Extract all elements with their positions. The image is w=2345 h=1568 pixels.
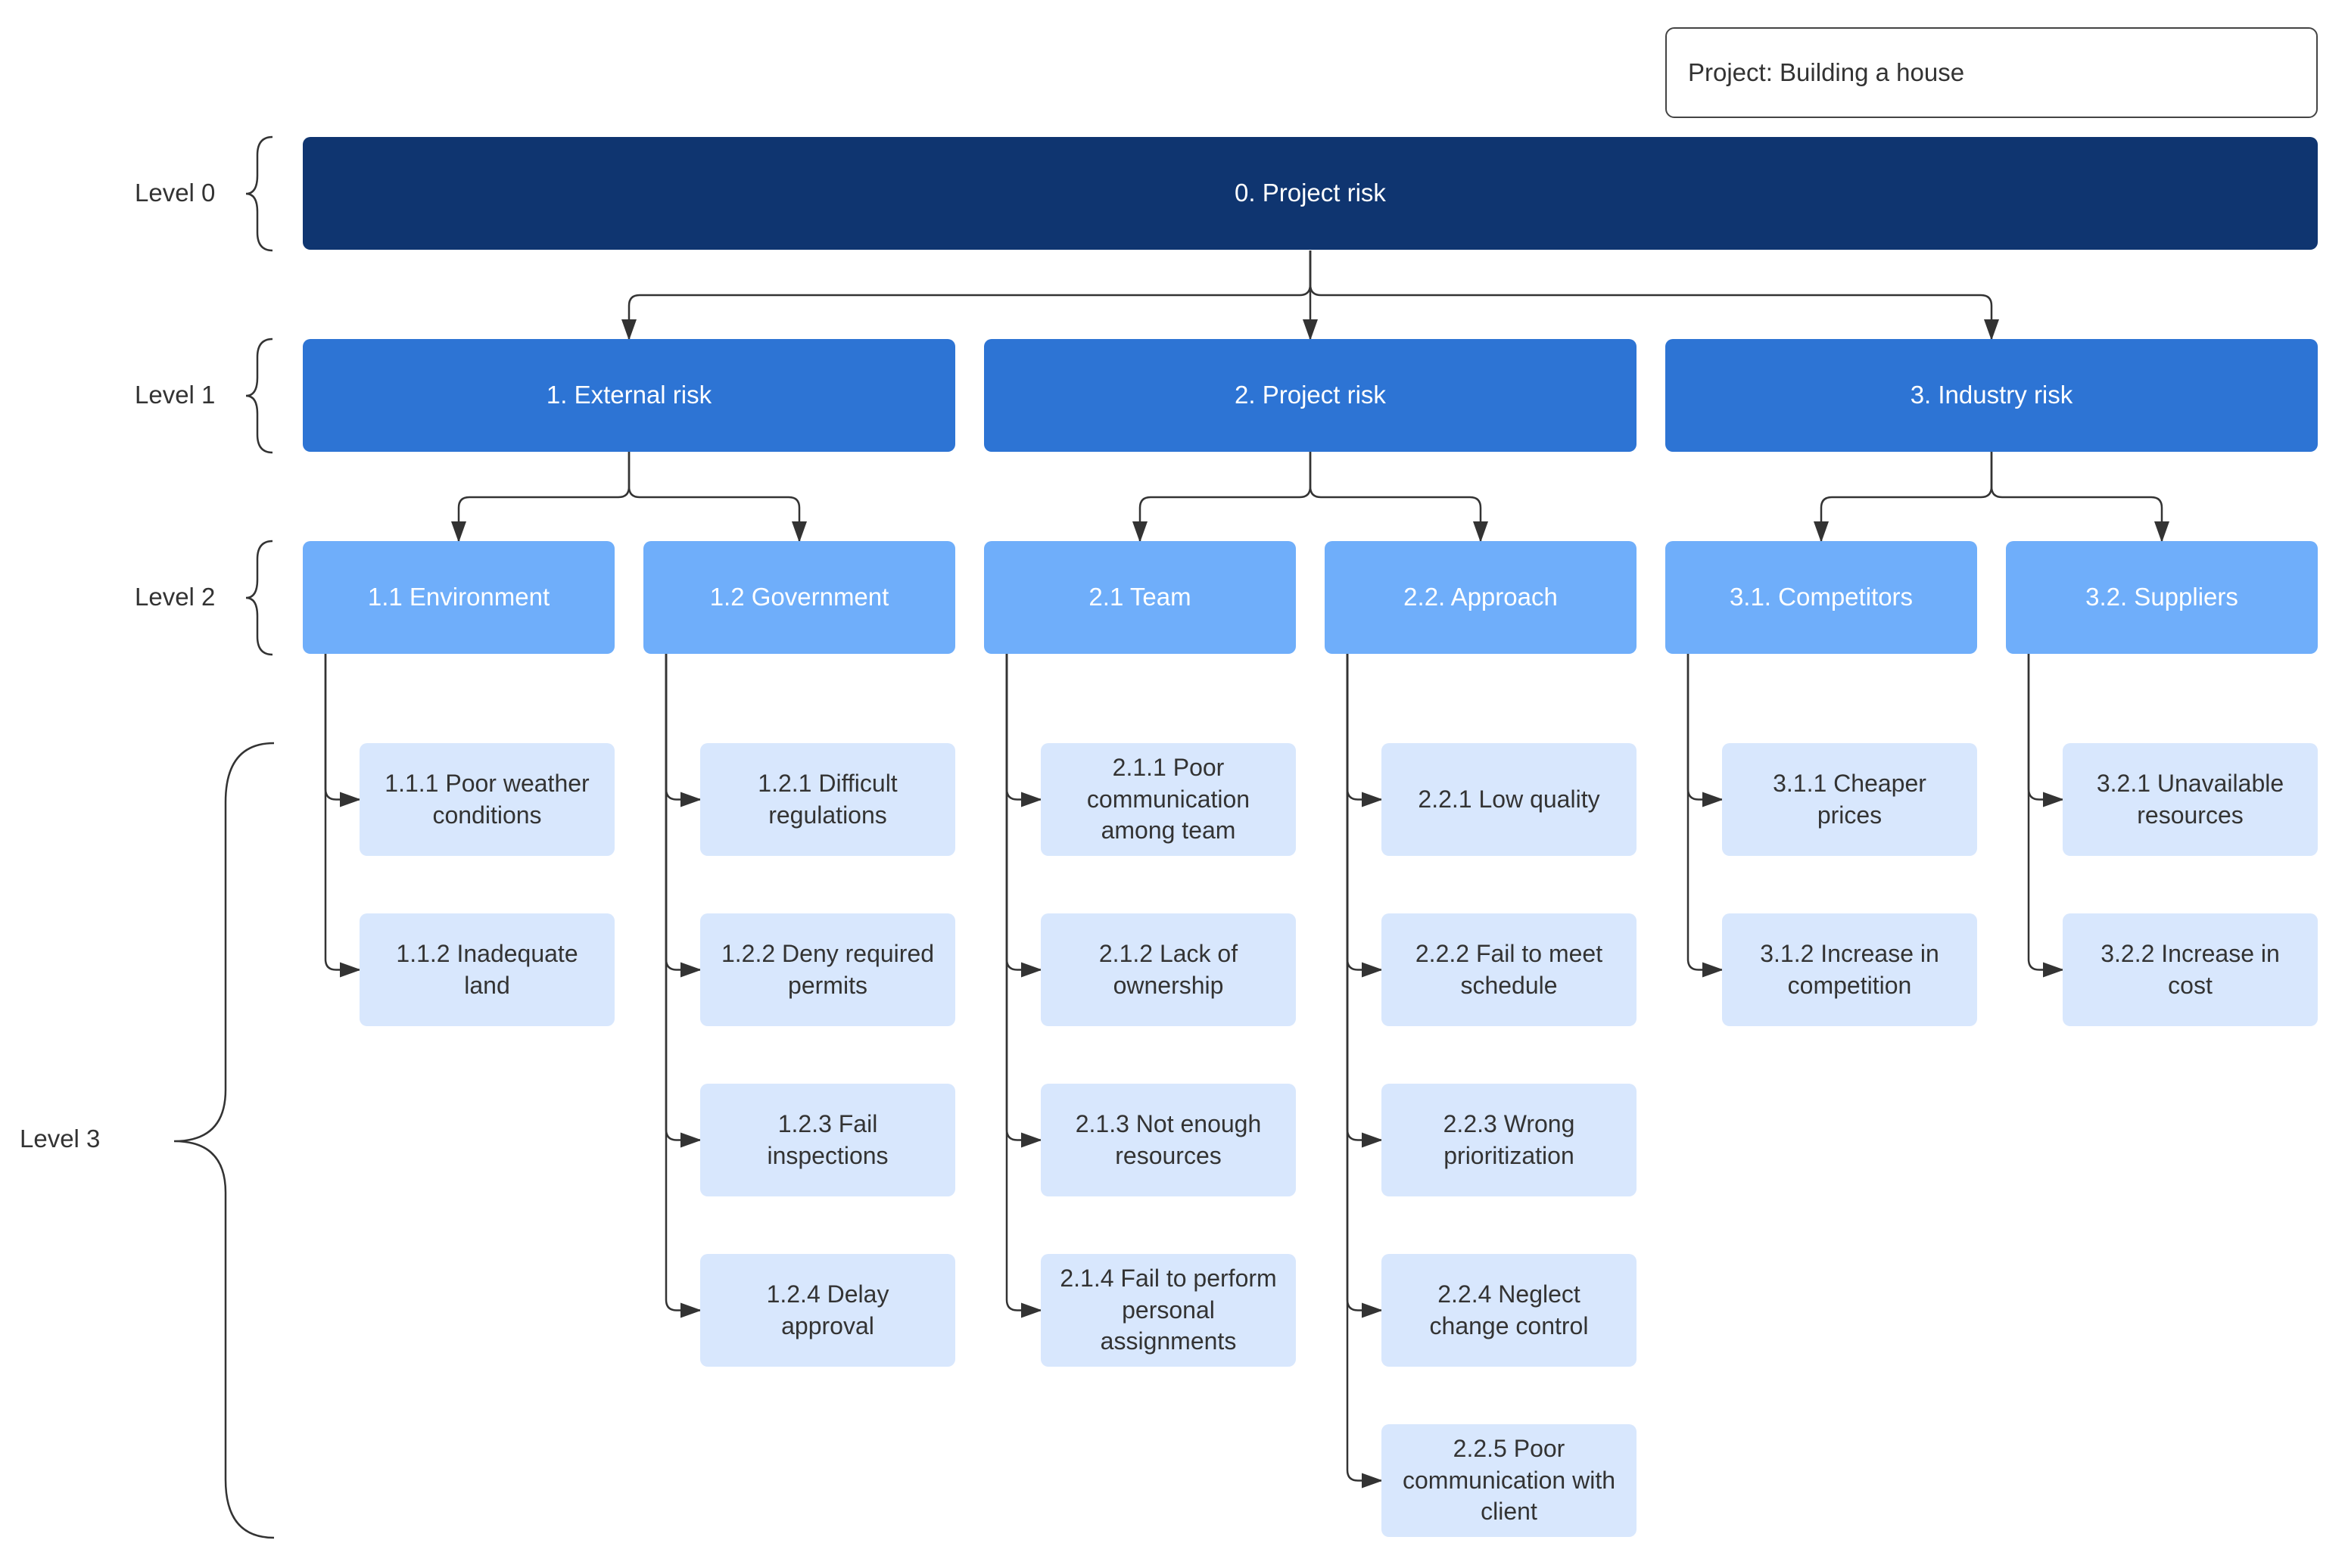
connector-industry-to-competitors <box>1814 452 1993 543</box>
node-team-3: 2.1.3 Not enough resources <box>1041 1084 1296 1196</box>
connector-team-to-child-1 <box>1005 654 1042 807</box>
project-title: Project: Building a house <box>1688 58 1965 86</box>
connector-team-to-child-2 <box>1005 654 1042 978</box>
level-1-label: Level 1 <box>135 381 216 409</box>
connector-environment-to-child-1 <box>324 654 361 807</box>
node-competitors-2-label: 3.1.2 Increase in competition <box>1760 939 1939 999</box>
connector-competitors-to-child-2 <box>1686 654 1724 978</box>
node-competitors: 3.1. Competitors <box>1665 541 1977 654</box>
node-approach-3-label: 2.2.3 Wrong prioritization <box>1443 1109 1575 1169</box>
node-suppliers-1-label: 3.2.1 Unavailable resources <box>2096 769 2284 829</box>
node-suppliers-2-label: 3.2.2 Increase in cost <box>2101 939 2280 999</box>
level-3-label: Level 3 <box>20 1125 101 1153</box>
connector-approach-to-child-4 <box>1346 654 1383 1318</box>
connector-approach-to-child-3 <box>1346 654 1383 1148</box>
node-external-risk-label: 1. External risk <box>546 381 712 409</box>
node-government-1-label: 1.2.1 Difficult regulations <box>758 769 898 829</box>
node-government-3: 1.2.3 Fail inspections <box>700 1084 955 1196</box>
node-government: 1.2 Government <box>643 541 955 654</box>
level-1-brace <box>245 338 273 454</box>
node-approach-5: 2.2.5 Poor communication with client <box>1381 1424 1637 1537</box>
connector-government-to-child-4 <box>665 654 702 1318</box>
node-team: 2.1 Team <box>984 541 1296 654</box>
connector-project-to-approach <box>1309 452 1488 543</box>
node-team-label: 2.1 Team <box>1088 583 1191 611</box>
node-external-risk: 1. External risk <box>303 339 955 452</box>
node-team-2-label: 2.1.2 Lack of ownership <box>1098 939 1238 999</box>
connector-suppliers-to-child-2 <box>2027 654 2064 978</box>
node-approach-2: 2.2.2 Fail to meet schedule <box>1381 913 1637 1026</box>
project-title-box: Project: Building a house <box>1665 27 2318 118</box>
node-environment: 1.1 Environment <box>303 541 615 654</box>
node-competitors-label: 3.1. Competitors <box>1729 583 1914 611</box>
node-competitors-2: 3.1.2 Increase in competition <box>1722 913 1977 1026</box>
node-government-label: 1.2 Government <box>709 583 889 611</box>
node-environment-1-label: 1.1.1 Poor weather conditions <box>385 769 590 829</box>
level-2-brace <box>245 540 273 656</box>
node-suppliers-1: 3.2.1 Unavailable resources <box>2063 743 2318 856</box>
node-approach-1: 2.2.1 Low quality <box>1381 743 1637 856</box>
node-suppliers-label: 3.2. Suppliers <box>2085 583 2238 611</box>
node-team-1: 2.1.1 Poor communication among team <box>1041 743 1296 856</box>
node-suppliers-2: 3.2.2 Increase in cost <box>2063 913 2318 1026</box>
node-industry-risk: 3. Industry risk <box>1665 339 2318 452</box>
node-approach: 2.2. Approach <box>1325 541 1637 654</box>
node-approach-3: 2.2.3 Wrong prioritization <box>1381 1084 1637 1196</box>
node-government-4-label: 1.2.4 Delay approval <box>766 1280 889 1339</box>
level-3-brace <box>173 742 275 1539</box>
node-approach-2-label: 2.2.2 Fail to meet schedule <box>1415 939 1603 999</box>
node-approach-label: 2.2. Approach <box>1403 583 1558 611</box>
node-team-3-label: 2.1.3 Not enough resources <box>1075 1109 1262 1169</box>
node-environment-2-label: 1.1.2 Inadequate land <box>396 939 578 999</box>
node-team-4: 2.1.4 Fail to perform personal assignmen… <box>1041 1254 1296 1367</box>
node-environment-1: 1.1.1 Poor weather conditions <box>360 743 615 856</box>
node-competitors-1: 3.1.1 Cheaper prices <box>1722 743 1977 856</box>
node-government-1: 1.2.1 Difficult regulations <box>700 743 955 856</box>
node-project-risk: 0. Project risk <box>303 137 2318 250</box>
node-competitors-1-label: 3.1.1 Cheaper prices <box>1773 769 1926 829</box>
connector-environment-to-child-2 <box>324 654 361 978</box>
connector-root-to-industry <box>1309 250 1999 341</box>
connector-approach-to-child-5 <box>1346 654 1383 1489</box>
connector-approach-to-child-1 <box>1346 654 1383 807</box>
connector-external-to-government <box>628 452 807 543</box>
connector-industry-to-suppliers <box>1990 452 2169 543</box>
node-project-risk-label: 2. Project risk <box>1235 381 1386 409</box>
node-government-3-label: 1.2.3 Fail inspections <box>767 1109 889 1169</box>
node-environment-label: 1.1 Environment <box>367 583 550 611</box>
node-industry-risk-label: 3. Industry risk <box>1910 381 2073 409</box>
node-approach-4: 2.2.4 Neglect change control <box>1381 1254 1637 1367</box>
node-government-4: 1.2.4 Delay approval <box>700 1254 955 1367</box>
node-approach-5-label: 2.2.5 Poor communication with client <box>1403 1435 1615 1526</box>
connector-root-to-external <box>621 250 1312 341</box>
node-approach-1-label: 2.2.1 Low quality <box>1418 785 1600 813</box>
connector-government-to-child-2 <box>665 654 702 978</box>
node-government-2-label: 1.2.2 Deny required permits <box>721 939 935 999</box>
connector-competitors-to-child-1 <box>1686 654 1724 807</box>
node-environment-2: 1.1.2 Inadequate land <box>360 913 615 1026</box>
connector-team-to-child-3 <box>1005 654 1042 1148</box>
node-project-risk-label: 0. Project risk <box>1235 179 1386 207</box>
connector-team-to-child-4 <box>1005 654 1042 1318</box>
connector-approach-to-child-2 <box>1346 654 1383 978</box>
connector-government-to-child-1 <box>665 654 702 807</box>
level-2-label: Level 2 <box>135 583 216 611</box>
connector-government-to-child-3 <box>665 654 702 1148</box>
connector-external-to-environment <box>451 452 631 543</box>
node-government-2: 1.2.2 Deny required permits <box>700 913 955 1026</box>
node-suppliers: 3.2. Suppliers <box>2006 541 2318 654</box>
node-project-risk: 2. Project risk <box>984 339 1637 452</box>
node-team-1-label: 2.1.1 Poor communication among team <box>1086 754 1250 845</box>
connector-suppliers-to-child-1 <box>2027 654 2064 807</box>
node-team-2: 2.1.2 Lack of ownership <box>1041 913 1296 1026</box>
connector-project-to-team <box>1132 452 1312 543</box>
node-approach-4-label: 2.2.4 Neglect change control <box>1429 1280 1589 1339</box>
node-team-4-label: 2.1.4 Fail to perform personal assignmen… <box>1060 1265 1277 1355</box>
level-0-brace <box>245 135 273 252</box>
level-0-label: Level 0 <box>135 179 216 207</box>
